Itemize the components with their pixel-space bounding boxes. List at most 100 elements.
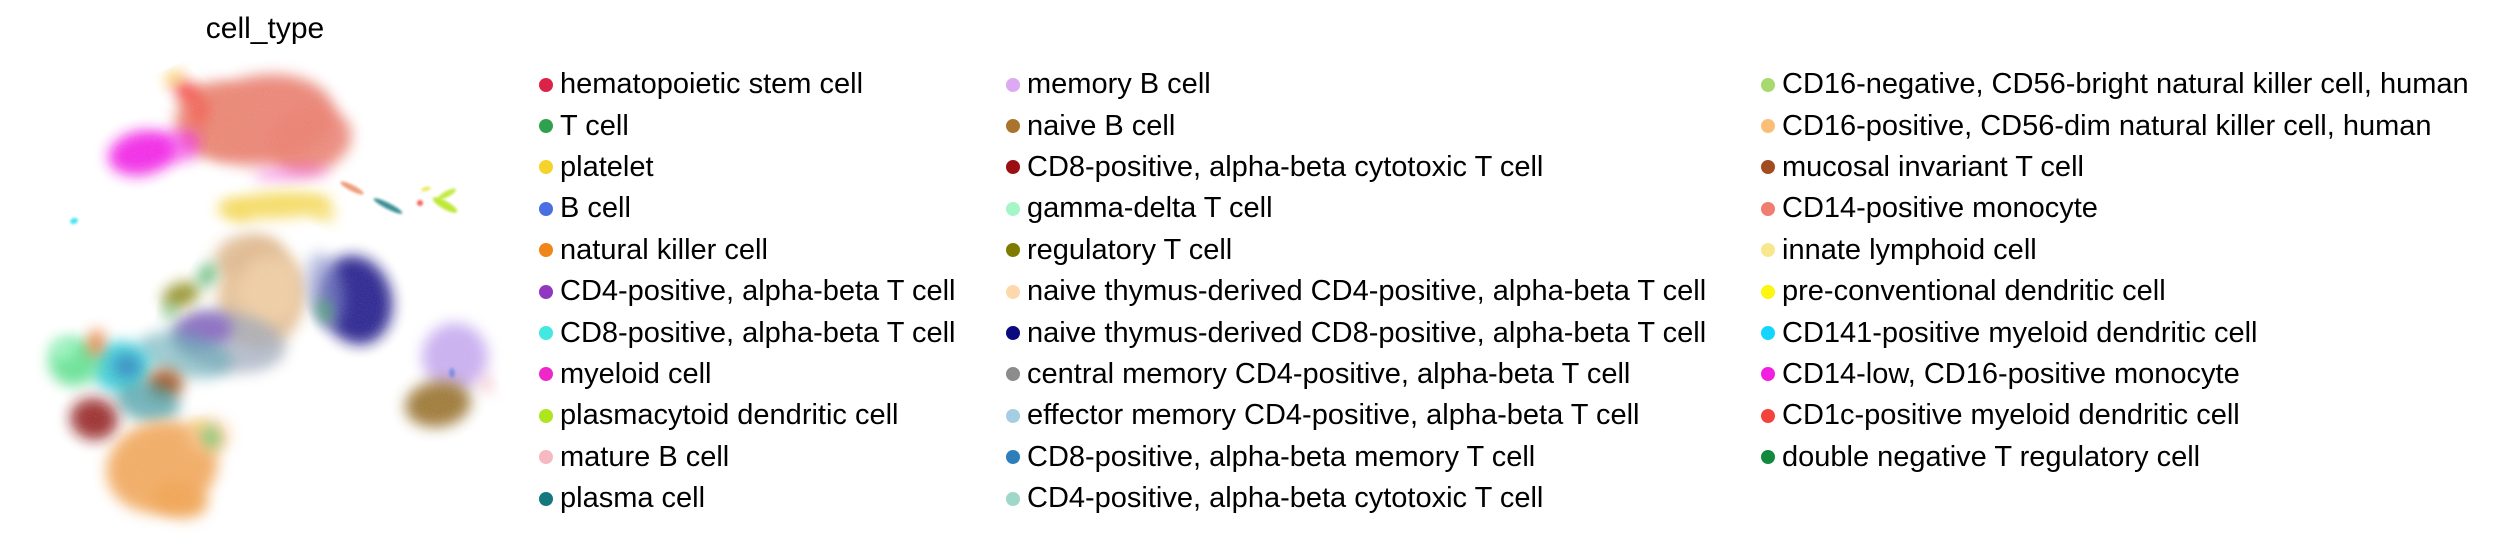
legend-color-dot-icon bbox=[1761, 201, 1775, 216]
legend-item-label: memory B cell bbox=[1027, 68, 1211, 101]
legend-item: memory B cell bbox=[1006, 64, 1706, 105]
legend-item-label: natural killer cell bbox=[560, 233, 768, 266]
legend-item: CD14-positive monocyte bbox=[1761, 188, 2469, 229]
legend-item-label: central memory CD4-positive, alpha-beta … bbox=[1027, 357, 1631, 390]
legend-item: CD14-low, CD16-positive monocyte bbox=[1761, 354, 2469, 395]
legend-item-label: mature B cell bbox=[560, 440, 730, 473]
legend-item-label: regulatory T cell bbox=[1027, 233, 1233, 266]
legend-item: naive thymus-derived CD4-positive, alpha… bbox=[1006, 271, 1706, 312]
umap-scatter-plot bbox=[40, 50, 500, 540]
legend-item: naive thymus-derived CD8-positive, alpha… bbox=[1006, 312, 1706, 353]
legend-color-dot-icon bbox=[539, 326, 553, 341]
legend-item: central memory CD4-positive, alpha-beta … bbox=[1006, 354, 1706, 395]
legend-item: B cell bbox=[539, 188, 955, 229]
legend-item: CD4-positive, alpha-beta T cell bbox=[539, 271, 955, 312]
legend-item-label: myeloid cell bbox=[560, 357, 712, 390]
legend-item: plasmacytoid dendritic cell bbox=[539, 395, 955, 436]
legend-item: mature B cell bbox=[539, 437, 955, 478]
legend-item: hematopoietic stem cell bbox=[539, 64, 955, 105]
legend-item-label: CD14-positive monocyte bbox=[1782, 192, 2098, 225]
legend-color-dot-icon bbox=[1006, 326, 1020, 341]
legend-color-dot-icon bbox=[1761, 243, 1775, 258]
legend-item-label: CD16-positive, CD56-dim natural killer c… bbox=[1782, 109, 2432, 142]
legend-item: plasma cell bbox=[539, 478, 955, 519]
legend-color-dot-icon bbox=[1006, 243, 1020, 258]
legend-color-dot-icon bbox=[539, 284, 553, 299]
legend-item-label: CD141-positive myeloid dendritic cell bbox=[1782, 316, 2258, 349]
legend-item: mucosal invariant T cell bbox=[1761, 147, 2469, 188]
legend-item-label: CD1c-positive myeloid dendritic cell bbox=[1782, 399, 2240, 432]
legend-color-dot-icon bbox=[1761, 367, 1775, 382]
legend-item: CD16-negative, CD56-bright natural kille… bbox=[1761, 64, 2469, 105]
legend-item: myeloid cell bbox=[539, 354, 955, 395]
legend-item-label: double negative T regulatory cell bbox=[1782, 440, 2201, 473]
legend-item: innate lymphoid cell bbox=[1761, 230, 2469, 271]
legend-color-dot-icon bbox=[1761, 284, 1775, 299]
legend-item-label: hematopoietic stem cell bbox=[560, 68, 864, 101]
legend-item-label: plasmacytoid dendritic cell bbox=[560, 399, 899, 432]
legend-item: regulatory T cell bbox=[1006, 230, 1706, 271]
legend-color-dot-icon bbox=[1761, 450, 1775, 465]
legend-color-dot-icon bbox=[539, 450, 553, 465]
legend-color-dot-icon bbox=[1761, 408, 1775, 423]
legend-color-dot-icon bbox=[1761, 119, 1775, 134]
legend-color-dot-icon bbox=[539, 408, 553, 423]
legend-item-label: CD16-negative, CD56-bright natural kille… bbox=[1782, 68, 2469, 101]
legend-item: CD8-positive, alpha-beta cytotoxic T cel… bbox=[1006, 147, 1706, 188]
legend-color-dot-icon bbox=[539, 491, 553, 506]
legend-item-label: naive thymus-derived CD8-positive, alpha… bbox=[1027, 316, 1707, 349]
legend-item-label: innate lymphoid cell bbox=[1782, 233, 2037, 266]
legend-color-dot-icon bbox=[539, 77, 553, 92]
legend-column-1: hematopoietic stem cell T cell platelet B c… bbox=[539, 64, 955, 519]
legend-color-dot-icon bbox=[1006, 284, 1020, 299]
legend-color-dot-icon bbox=[1006, 408, 1020, 423]
legend-item-label: CD8-positive, alpha-beta T cell bbox=[560, 316, 956, 349]
legend-item: CD4-positive, alpha-beta cytotoxic T cel… bbox=[1006, 478, 1706, 519]
legend-color-dot-icon bbox=[539, 201, 553, 216]
legend-item-label: pre-conventional dendritic cell bbox=[1782, 275, 2166, 308]
legend-item: CD16-positive, CD56-dim natural killer c… bbox=[1761, 105, 2469, 146]
legend-item-label: naive B cell bbox=[1027, 109, 1176, 142]
legend-item: double negative T regulatory cell bbox=[1761, 437, 2469, 478]
legend-item: naive B cell bbox=[1006, 105, 1706, 146]
legend-item-label: CD14-low, CD16-positive monocyte bbox=[1782, 357, 2240, 390]
legend-item-label: CD8-positive, alpha-beta memory T cell bbox=[1027, 440, 1536, 473]
legend-item-label: plasma cell bbox=[560, 482, 706, 515]
legend-item: gamma-delta T cell bbox=[1006, 188, 1706, 229]
legend-item: CD1c-positive myeloid dendritic cell bbox=[1761, 395, 2469, 436]
legend-color-dot-icon bbox=[539, 243, 553, 258]
legend-item-label: mucosal invariant T cell bbox=[1782, 150, 2084, 183]
legend-color-dot-icon bbox=[1006, 119, 1020, 134]
point-grain-overlay bbox=[40, 50, 500, 540]
legend-item: CD8-positive, alpha-beta T cell bbox=[539, 312, 955, 353]
legend-item-label: naive thymus-derived CD4-positive, alpha… bbox=[1027, 275, 1707, 308]
legend-item: CD141-positive myeloid dendritic cell bbox=[1761, 312, 2469, 353]
legend-color-dot-icon bbox=[539, 160, 553, 175]
legend-item: pre-conventional dendritic cell bbox=[1761, 271, 2469, 312]
legend-item: natural killer cell bbox=[539, 230, 955, 271]
legend-item: effector memory CD4-positive, alpha-beta… bbox=[1006, 395, 1706, 436]
legend-color-dot-icon bbox=[539, 119, 553, 134]
legend-item: CD8-positive, alpha-beta memory T cell bbox=[1006, 437, 1706, 478]
legend-item-label: gamma-delta T cell bbox=[1027, 192, 1273, 225]
legend-item-label: B cell bbox=[560, 192, 631, 225]
legend-color-dot-icon bbox=[1006, 160, 1020, 175]
legend-color-dot-icon bbox=[1006, 77, 1020, 92]
legend-item-label: effector memory CD4-positive, alpha-beta… bbox=[1027, 399, 1640, 432]
legend-color-dot-icon bbox=[1761, 77, 1775, 92]
legend-color-dot-icon bbox=[1761, 326, 1775, 341]
plot-title: cell_type bbox=[205, 12, 325, 45]
legend-color-dot-icon bbox=[1006, 450, 1020, 465]
legend-item-label: CD4-positive, alpha-beta cytotoxic T cel… bbox=[1027, 482, 1544, 515]
legend-color-dot-icon bbox=[539, 367, 553, 382]
legend-item-label: T cell bbox=[560, 109, 629, 142]
legend-item-label: CD4-positive, alpha-beta T cell bbox=[560, 275, 956, 308]
legend-color-dot-icon bbox=[1006, 367, 1020, 382]
legend-column-3: CD16-negative, CD56-bright natural kille… bbox=[1761, 64, 2469, 478]
legend-color-dot-icon bbox=[1761, 160, 1775, 175]
legend-color-dot-icon bbox=[1006, 491, 1020, 506]
legend-item-label: platelet bbox=[560, 150, 654, 183]
legend-color-dot-icon bbox=[1006, 201, 1020, 216]
